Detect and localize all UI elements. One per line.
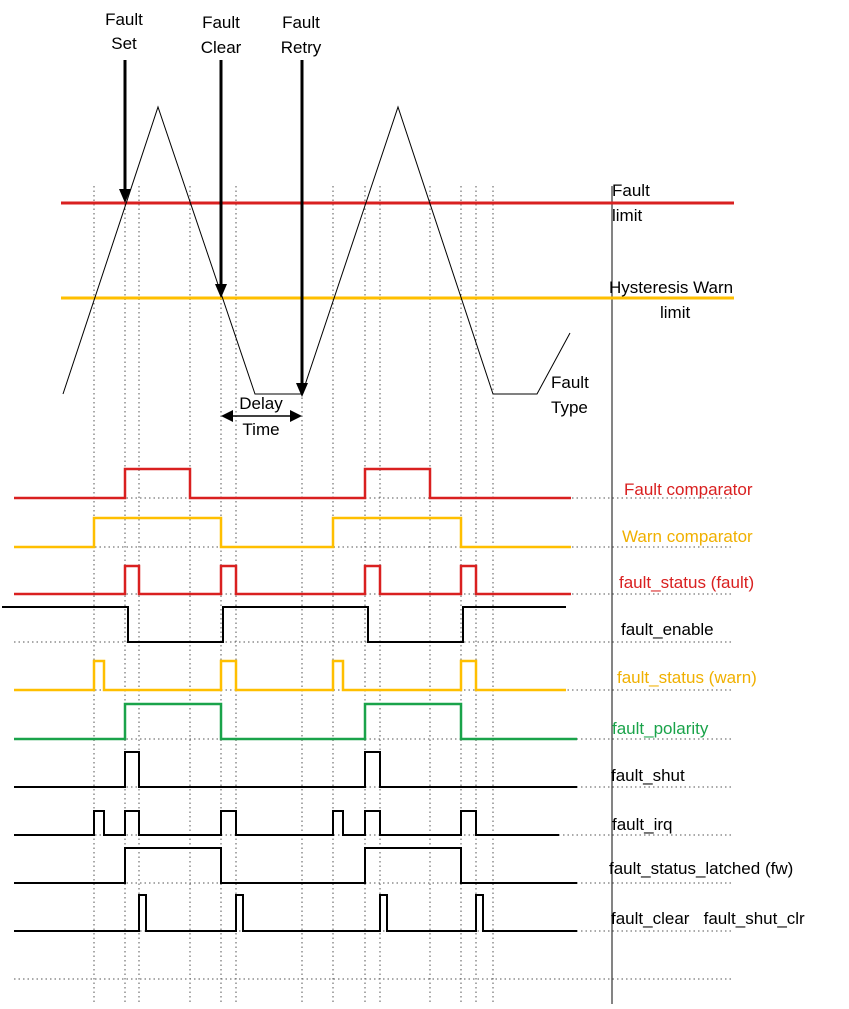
fault-status-fault-wave — [14, 564, 571, 596]
signal-label-fault-status-warn: fault_status (warn) — [617, 668, 757, 687]
delay-time-label-line1: Delay — [239, 394, 283, 413]
signal-label-fault-irq: fault_irq — [612, 815, 673, 834]
hysteresis-warn-label: Hysteresis Warn limit — [609, 278, 733, 323]
fault-enable-wave — [2, 606, 566, 643]
waveforms — [2, 467, 577, 932]
fault-type-label-line1: Fault — [551, 373, 589, 392]
fault-clear-wave — [14, 894, 577, 932]
signal-label-fault-clear: fault_clear fault_shut_clr — [611, 909, 805, 928]
delay-time-label: Delay Time — [234, 394, 288, 440]
fault-irq-wave — [14, 810, 559, 836]
fault-type-label-line2: Type — [551, 398, 588, 417]
fault-retry-arrow-head — [296, 383, 308, 397]
warn-comparator-wave — [14, 516, 571, 549]
fault-clear-label-line2: Clear — [200, 38, 242, 57]
delay-time-arrowhead-right — [290, 410, 302, 422]
signal-label-fault-status-fault: fault_status (fault) — [619, 573, 755, 592]
analog-waveform — [62, 105, 571, 395]
fault-set-label-line2: Set — [111, 34, 137, 53]
signal-label-fault-enable: fault_enable — [621, 620, 714, 639]
event-arrows — [119, 60, 308, 397]
fault-limit-label: Fault limit — [612, 181, 650, 226]
fault-shut-wave — [14, 751, 577, 788]
fault-status-warn-wave — [14, 659, 566, 692]
fault-limit-label-line2: limit — [612, 206, 643, 225]
signal-label-fault-polarity: fault_polarity — [612, 719, 709, 738]
signal-label-fault-shut: fault_shut — [611, 766, 685, 785]
hysteresis-warn-label-line2: limit — [660, 303, 691, 322]
signal-label-fault-comparator: Fault comparator — [624, 480, 753, 499]
signal-label-fault-status-latched: fault_status_latched (fw) — [609, 859, 794, 878]
fault-limit-label-line1: Fault — [612, 181, 650, 200]
delay-time-arrowhead-left — [221, 410, 233, 422]
fault-comparator-wave — [14, 467, 571, 500]
fault-clear-label-line1: Fault — [202, 13, 240, 32]
delay-time-label-line2: Time — [242, 420, 280, 439]
hysteresis-warn-label-line1: Hysteresis Warn — [609, 278, 734, 297]
fault-set-arrow-head — [119, 189, 131, 203]
fault-status-latched-wave — [14, 847, 577, 884]
fault-set-label-line1: Fault — [105, 10, 143, 29]
fault-retry-label-line1: Fault — [282, 13, 320, 32]
fault-retry-label: Fault Retry — [275, 13, 327, 58]
fault-clear-arrow-head — [215, 284, 227, 298]
fault-polarity-wave — [14, 702, 577, 741]
fault-retry-label-line2: Retry — [280, 38, 322, 57]
signal-label-warn-comparator: Warn comparator — [622, 527, 753, 546]
analog-signal — [61, 105, 734, 422]
fault-set-label: Fault Set — [98, 10, 150, 54]
fault-clear-label: Fault Clear — [195, 13, 247, 58]
fault-type-label: Fault Type — [551, 373, 589, 418]
